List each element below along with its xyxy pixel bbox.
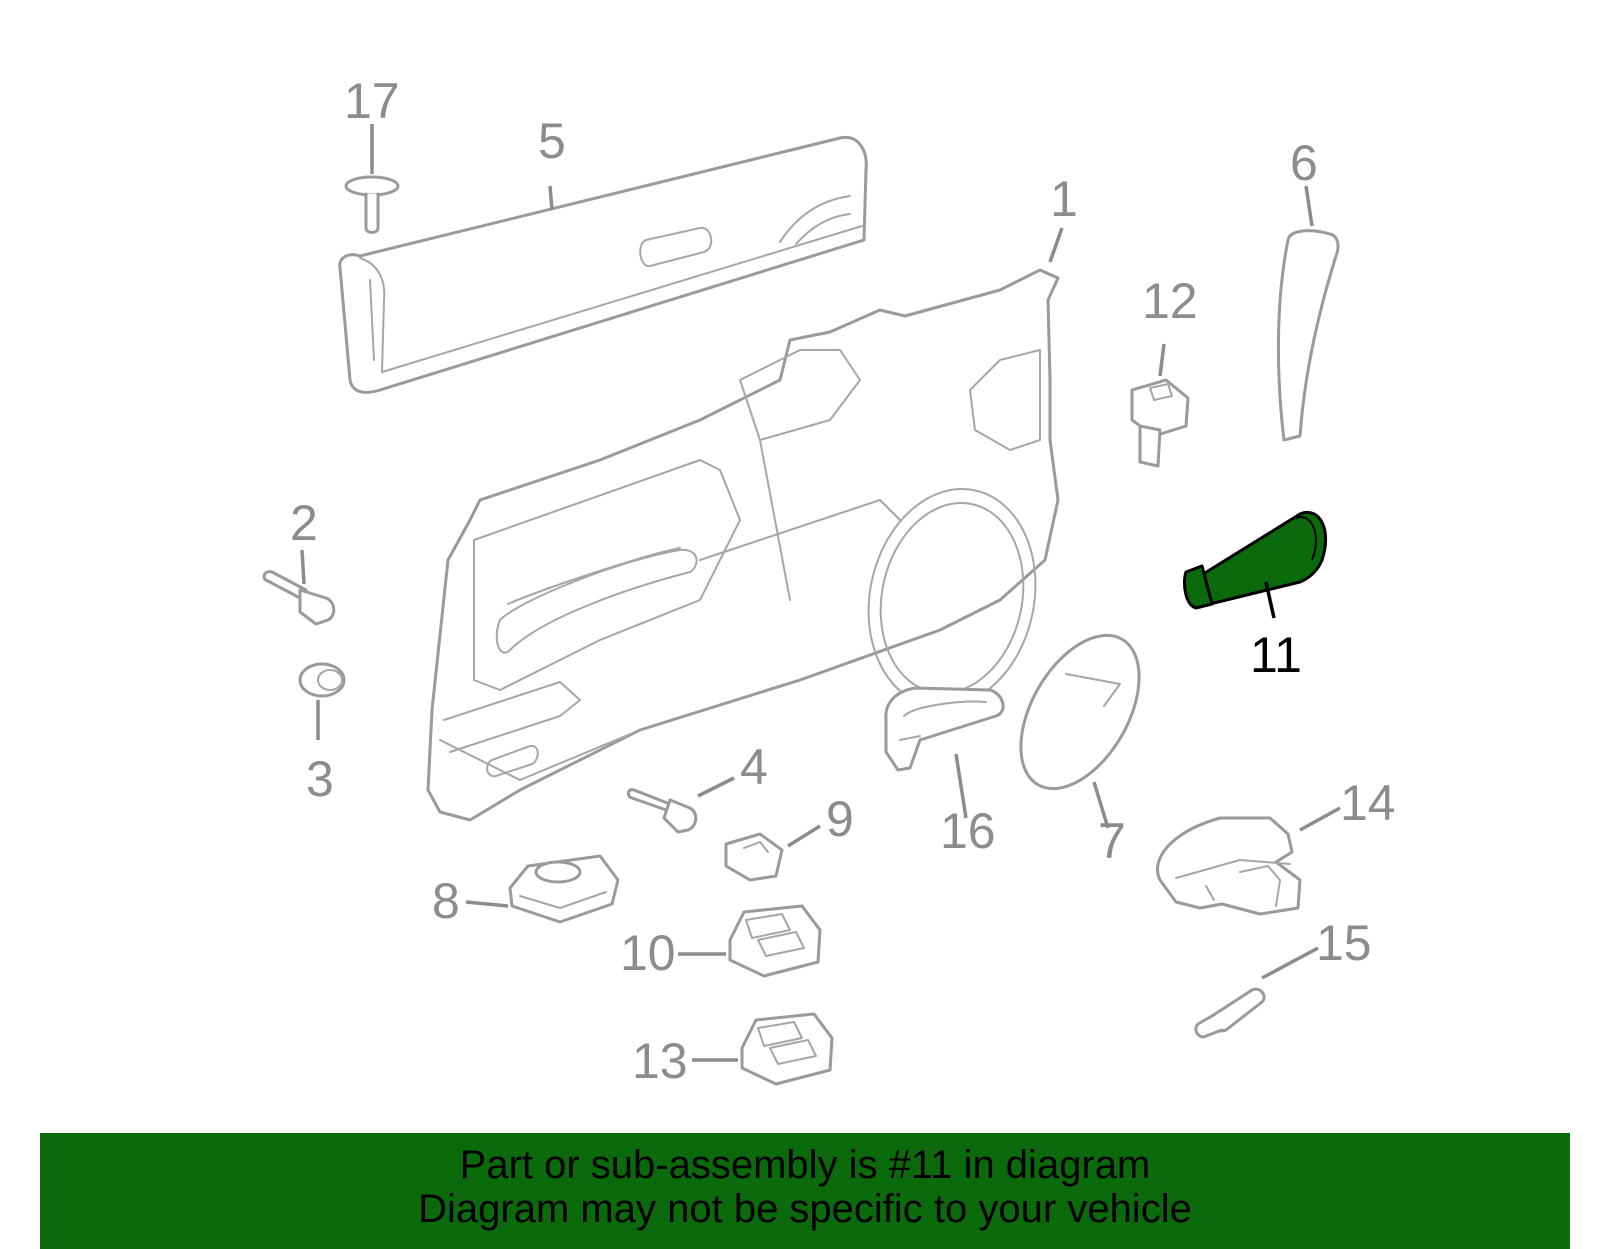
part-11-highlighted: [1182, 510, 1328, 610]
callout-11: 11: [1250, 627, 1302, 683]
callout-17: 17: [344, 73, 400, 129]
callout-6: 6: [1290, 135, 1318, 191]
part-16-pull-handle: [884, 686, 1005, 772]
callout-5: 5: [538, 113, 566, 169]
part-6-trim-strip: [1276, 229, 1340, 442]
callout-13: 13: [632, 1033, 688, 1089]
leader-lines: [300, 124, 1341, 1062]
callout-10: 10: [620, 925, 676, 981]
part-1-door-panel: [426, 268, 1060, 822]
callout-16: 16: [940, 803, 996, 859]
callout-15: 15: [1316, 915, 1372, 971]
callout-12: 12: [1142, 273, 1198, 329]
part-14-switch-panel: [1156, 816, 1302, 916]
info-banner: Part or sub-assembly is #11 in diagram D…: [40, 1133, 1570, 1249]
part-7-cover: [1019, 633, 1141, 791]
callout-labels: 17 5 1 6 12 2 3 4 9 8 10 13 11 16 7 14 1…: [290, 73, 1396, 1089]
part-4-bolt: [626, 788, 698, 834]
callout-3: 3: [306, 751, 334, 807]
part-10-window-switch: [728, 904, 822, 978]
part-5-upper-trim: [338, 135, 868, 394]
part-8-switch-base: [508, 854, 620, 924]
callout-4: 4: [740, 739, 768, 795]
part-12-switch: [1130, 378, 1190, 468]
part-2-fastener: [262, 570, 336, 626]
banner-line-2: Diagram may not be specific to your vehi…: [418, 1187, 1192, 1231]
part-3-grommet: [298, 662, 346, 698]
callout-14: 14: [1340, 775, 1396, 831]
callout-8: 8: [432, 873, 460, 929]
part-13-window-switch: [740, 1012, 834, 1086]
callout-9: 9: [826, 791, 854, 847]
part-9-clip: [724, 832, 784, 882]
callout-2: 2: [290, 495, 318, 551]
part-15-bulb: [1194, 987, 1266, 1039]
part-17-clip: [344, 175, 400, 234]
callout-7: 7: [1098, 813, 1126, 869]
banner-line-1: Part or sub-assembly is #11 in diagram: [459, 1143, 1151, 1187]
callout-1: 1: [1050, 171, 1078, 227]
